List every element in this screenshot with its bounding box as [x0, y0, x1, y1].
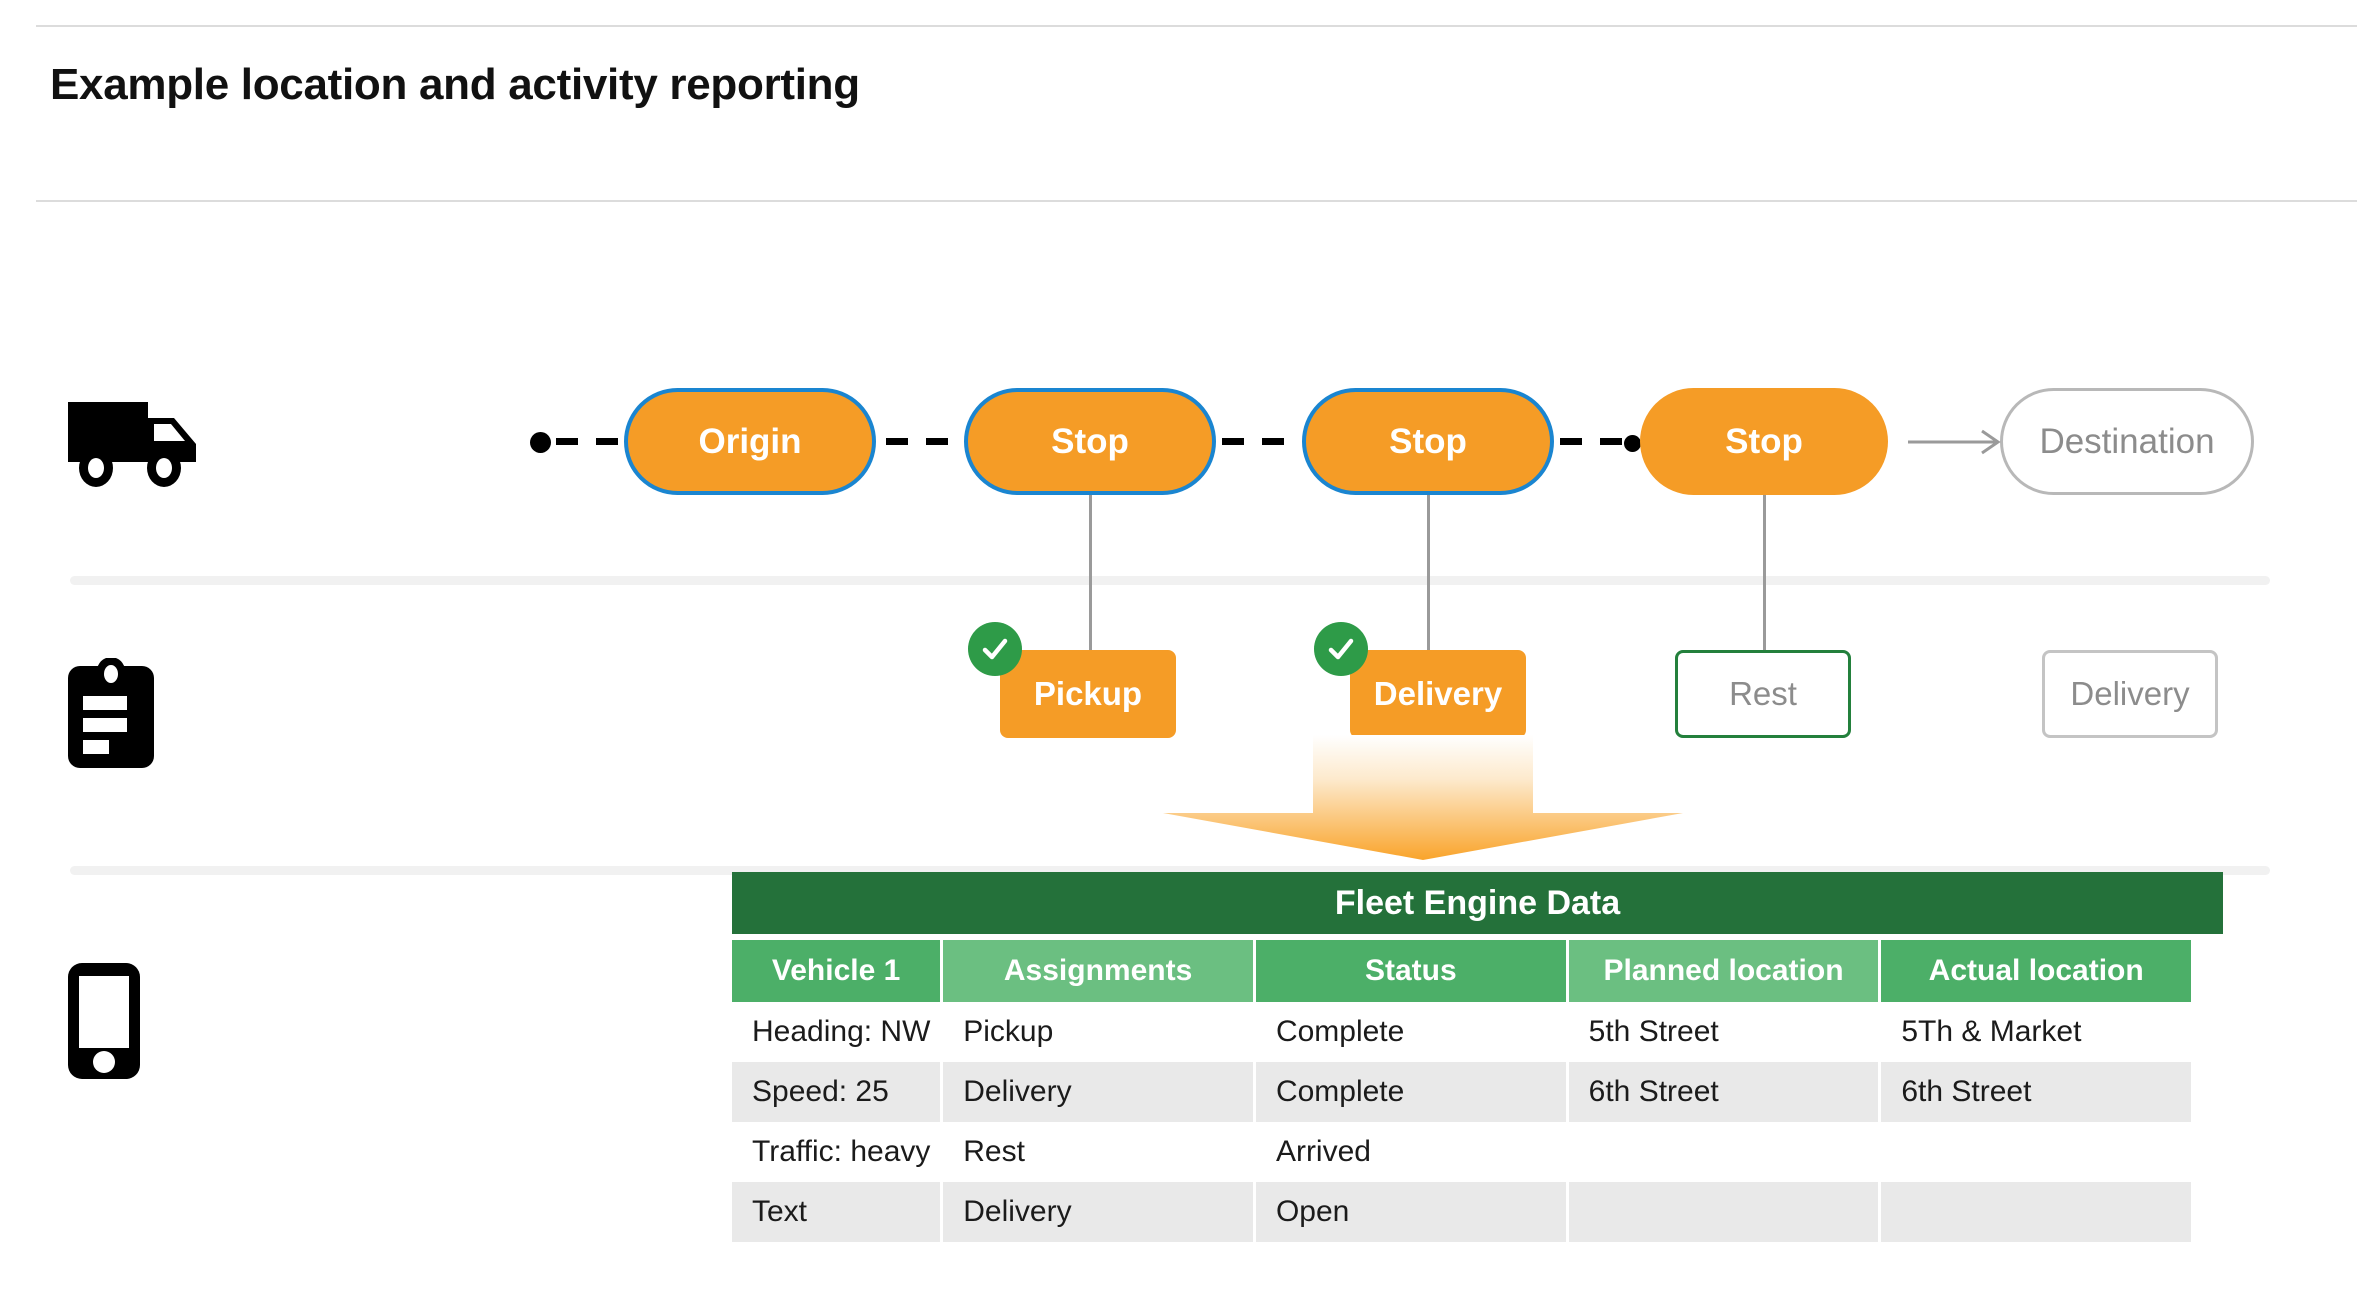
- table-title-label: Fleet Engine Data: [1334, 883, 1621, 922]
- clipboard-icon: [68, 657, 154, 773]
- activity-label: Rest: [1729, 675, 1797, 712]
- connector-stop3-top: [1763, 495, 1766, 655]
- route-stop-label: Destination: [2039, 421, 2215, 461]
- table-row: Heading: NW Pickup Complete 5th Street 5…: [732, 1002, 2191, 1062]
- data-flow-arrow-icon: [1163, 735, 1683, 865]
- route-stop-label: Stop: [1051, 421, 1129, 461]
- divider-route-activity: [70, 576, 2270, 585]
- activity-delivery-complete[interactable]: Delivery: [1350, 650, 1526, 738]
- activity-label: Pickup: [1033, 675, 1143, 712]
- page-title: Example location and activity reporting: [50, 60, 860, 109]
- route-stop-origin[interactable]: Origin: [624, 388, 876, 495]
- route-stop-label: Stop: [1725, 421, 1803, 461]
- route-dash-3: [1560, 438, 1628, 445]
- cell-vehicle: Traffic: heavy: [732, 1122, 944, 1182]
- cell-vehicle: Text: [732, 1182, 944, 1242]
- table-title-bar: Fleet Engine Data: [732, 872, 2223, 934]
- table-header-assignments[interactable]: Assignments: [941, 940, 1256, 1002]
- route-stop-label: Stop: [1389, 421, 1467, 461]
- activity-pickup[interactable]: Pickup: [1000, 650, 1176, 738]
- connector-stop1-top: [1089, 495, 1092, 655]
- activity-label: Delivery: [2070, 675, 2190, 712]
- route-current-dot: [1624, 435, 1641, 452]
- cell-actual-location: [1879, 1182, 2191, 1242]
- top-divider-rule: [36, 25, 2357, 27]
- route-stop-2[interactable]: Stop: [1302, 388, 1554, 495]
- table-header-actual-location[interactable]: Actual location: [1879, 940, 2191, 1002]
- table-row: Speed: 25 Delivery Complete 6th Street 6…: [732, 1062, 2191, 1122]
- connector-stop1-bottom: [1089, 585, 1092, 657]
- connector-stop2-top: [1427, 495, 1430, 655]
- cell-assignment: Delivery: [941, 1062, 1256, 1122]
- route-stop-label: Origin: [698, 421, 802, 461]
- route-start-dot: [530, 432, 551, 453]
- cell-planned-location: 6th Street: [1567, 1062, 1882, 1122]
- table-row: Text Delivery Open: [732, 1182, 2191, 1242]
- route-dash-0: [556, 438, 624, 445]
- cell-assignment: Pickup: [941, 1002, 1256, 1062]
- activity-delivery-open[interactable]: Delivery: [2042, 650, 2218, 738]
- route-dash-1: [886, 438, 964, 445]
- cell-status: Open: [1254, 1182, 1569, 1242]
- cell-actual-location: [1879, 1122, 2191, 1182]
- cell-status: Complete: [1254, 1002, 1569, 1062]
- activity-label: Delivery: [1373, 675, 1503, 712]
- route-stop-destination[interactable]: Destination: [2000, 388, 2254, 495]
- connector-stop2-bottom: [1427, 585, 1430, 657]
- cell-actual-location: 6th Street: [1879, 1062, 2191, 1122]
- check-icon: [1314, 622, 1368, 676]
- check-icon: [968, 622, 1022, 676]
- connector-stop3-bottom: [1763, 585, 1766, 657]
- cell-status: Arrived: [1254, 1122, 1569, 1182]
- destination-arrow-icon: [1908, 425, 2004, 464]
- cell-planned-location: [1567, 1182, 1882, 1242]
- route-stop-3-current[interactable]: Stop: [1640, 388, 1888, 495]
- cell-assignment: Rest: [941, 1122, 1256, 1182]
- cell-actual-location: 5Th & Market: [1879, 1002, 2191, 1062]
- divider-activity-data: [70, 866, 2270, 875]
- table-header-planned-location[interactable]: Planned location: [1567, 940, 1882, 1002]
- activity-rest[interactable]: Rest: [1675, 650, 1851, 738]
- route-stop-1[interactable]: Stop: [964, 388, 1216, 495]
- cell-planned-location: 5th Street: [1567, 1002, 1882, 1062]
- fleet-engine-data-table: Vehicle 1 Assignments Status Planned loc…: [732, 940, 2191, 1242]
- cell-vehicle: Heading: NW: [732, 1002, 944, 1062]
- cell-planned-location: [1567, 1122, 1882, 1182]
- title-divider-rule: [36, 200, 2357, 202]
- table-header-status[interactable]: Status: [1254, 940, 1569, 1002]
- cell-status: Complete: [1254, 1062, 1569, 1122]
- truck-icon: [68, 398, 218, 493]
- cell-assignment: Delivery: [941, 1182, 1256, 1242]
- route-dash-2: [1222, 438, 1302, 445]
- cell-vehicle: Speed: 25: [732, 1062, 944, 1122]
- table-header-row: Vehicle 1 Assignments Status Planned loc…: [732, 940, 2191, 1002]
- table-header-vehicle[interactable]: Vehicle 1: [732, 940, 944, 1002]
- table-row: Traffic: heavy Rest Arrived: [732, 1122, 2191, 1182]
- phone-icon: [68, 963, 140, 1084]
